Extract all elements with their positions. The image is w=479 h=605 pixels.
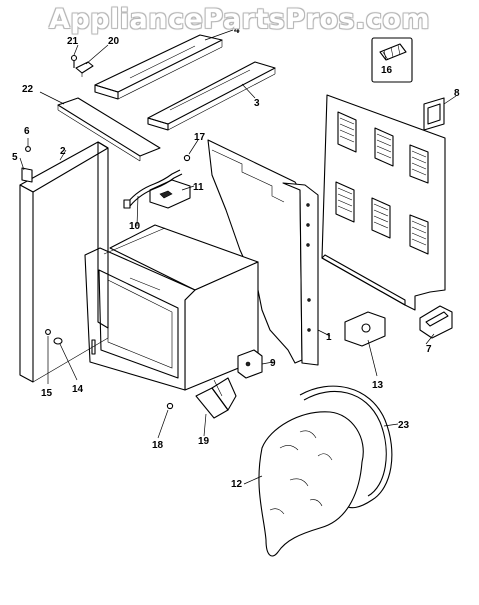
callout-2: 2: [60, 146, 66, 157]
part-23-door-gasket[interactable]: [299, 385, 393, 509]
callout-labels: 1 2 3 4 5 6 7 8 9 10 11 12 13 14 15 16 1…: [12, 25, 460, 490]
callout-16: 16: [381, 65, 393, 76]
callout-8: 8: [454, 88, 460, 99]
leader-lines: [19, 29, 457, 485]
oven-cavity[interactable]: [84, 224, 259, 391]
part-5-clip[interactable]: [21, 167, 33, 183]
part-14-bushing[interactable]: [53, 337, 63, 345]
callout-1: 1: [326, 332, 332, 343]
callout-3: 3: [254, 98, 260, 109]
part-13-mount-bracket[interactable]: [344, 311, 386, 347]
part-6-screw[interactable]: [25, 146, 31, 152]
part-1-side-panel[interactable]: [207, 139, 319, 366]
watermark-logo: AppliancePartsPros.com: [48, 4, 431, 35]
part-12-insulation[interactable]: [258, 411, 364, 557]
callout-4: 4: [234, 25, 240, 36]
part-16-terminal-block[interactable]: [371, 37, 413, 83]
part-7-lower-bracket[interactable]: [419, 305, 453, 339]
callout-5: 5: [12, 152, 18, 163]
part-8-bracket[interactable]: [423, 97, 445, 131]
part-21-screw[interactable]: [70, 54, 78, 69]
back-panel-louvers: [335, 111, 429, 255]
part-18-screw[interactable]: [166, 402, 174, 410]
callout-14: 14: [72, 384, 84, 395]
part-22-front-strip[interactable]: [57, 97, 161, 162]
callout-18: 18: [152, 440, 164, 451]
callout-15: 15: [41, 388, 53, 399]
callout-9: 9: [270, 358, 276, 369]
callout-19: 19: [198, 436, 210, 447]
part-20-clip[interactable]: [75, 61, 94, 77]
part-4-top-rail[interactable]: [94, 34, 223, 100]
callout-21: 21: [67, 36, 79, 47]
part-17-screw[interactable]: [183, 154, 191, 162]
part-11-hinge-block[interactable]: [149, 179, 191, 209]
callout-10: 10: [129, 221, 141, 232]
part-19-hinge[interactable]: [195, 377, 237, 419]
callout-22: 22: [22, 84, 34, 95]
callout-7: 7: [426, 344, 432, 355]
back-panel[interactable]: [321, 94, 446, 311]
part-10-wire-harness[interactable]: [123, 169, 183, 209]
part-3-rail[interactable]: [147, 61, 276, 131]
part-2-door-frame[interactable]: [19, 141, 109, 383]
callout-17: 17: [194, 132, 206, 143]
callout-20: 20: [108, 36, 120, 47]
callout-6: 6: [24, 126, 30, 137]
callout-23: 23: [398, 420, 410, 431]
callout-12: 12: [231, 479, 243, 490]
callout-11: 11: [193, 182, 204, 193]
callout-13: 13: [372, 380, 384, 391]
part-15-screw[interactable]: [45, 329, 51, 335]
part-9-bracket[interactable]: [237, 349, 263, 379]
